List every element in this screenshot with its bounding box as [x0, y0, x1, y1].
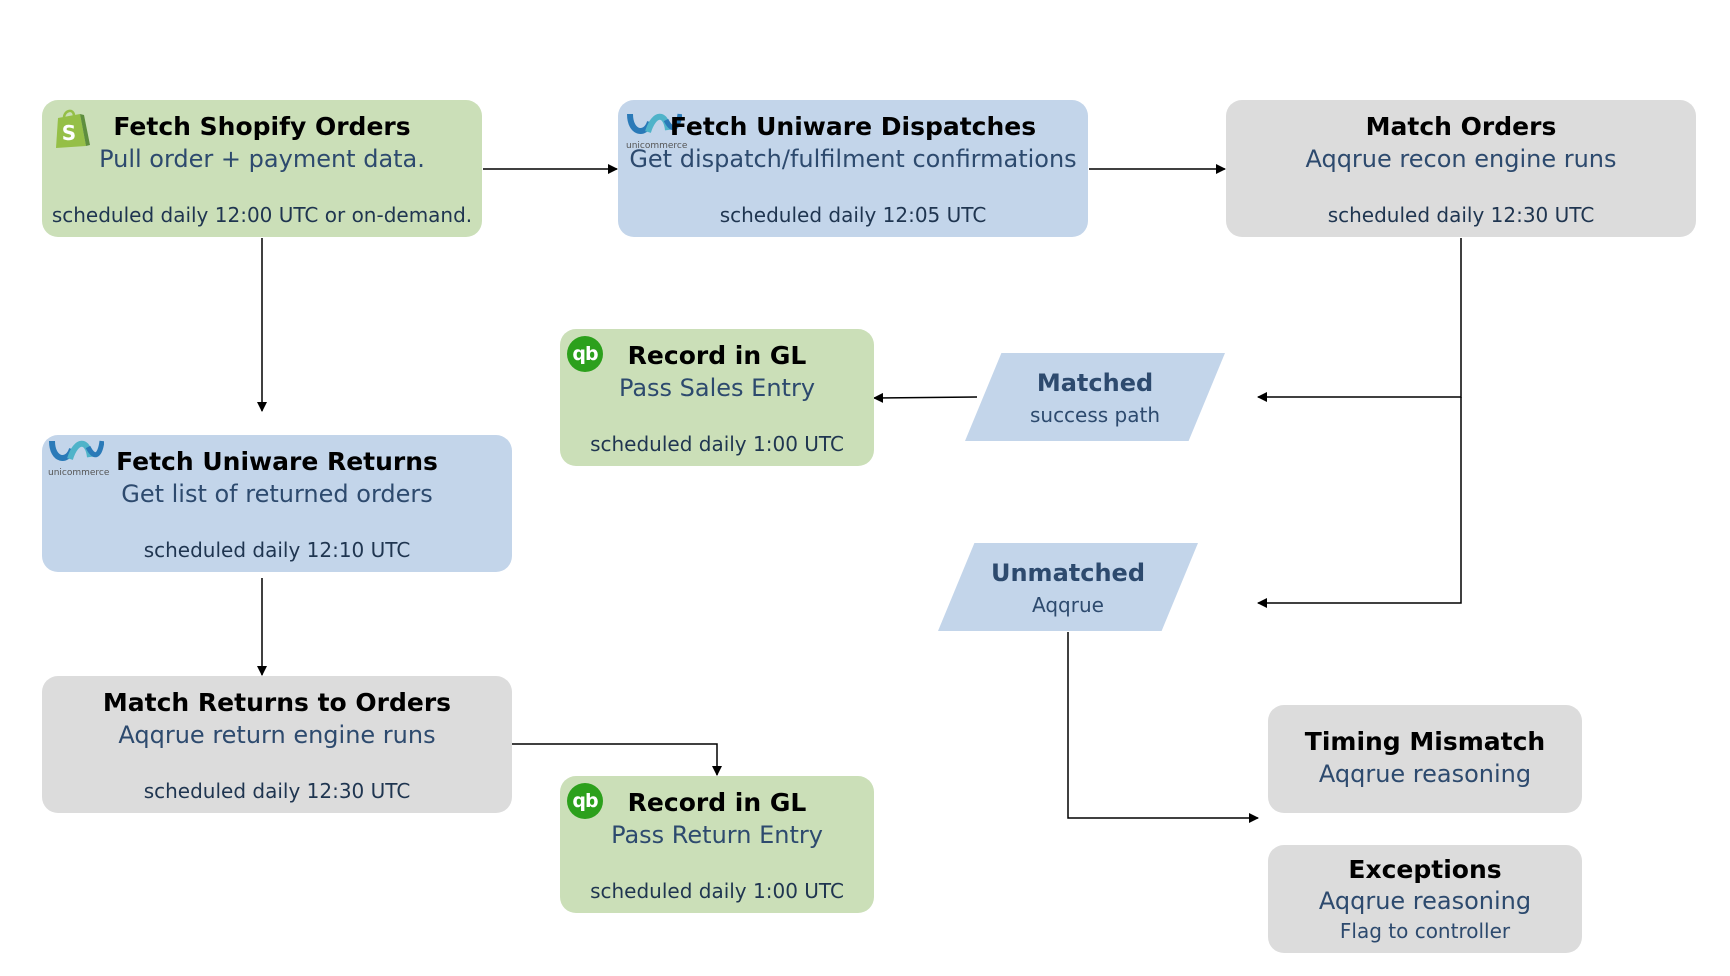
unicommerce-icon: unicommerce [46, 437, 110, 479]
node-title: Unmatched [990, 559, 1146, 587]
shopify-icon: S [54, 108, 90, 154]
node-subtitle: Aqqrue reasoning [1318, 760, 1532, 788]
node-record-gl-sales[interactable]: qb Record in GL Pass Sales Entry schedul… [560, 329, 874, 466]
unicommerce-label: unicommerce [48, 468, 110, 478]
node-title: Matched [1036, 369, 1154, 397]
node-title: Record in GL [627, 341, 807, 370]
unicommerce-icon: unicommerce [624, 110, 688, 152]
node-match-orders[interactable]: Match Orders Aqqrue recon engine runs sc… [1226, 100, 1696, 237]
svg-text:S: S [62, 121, 76, 145]
node-title: Match Returns to Orders [102, 688, 452, 717]
quickbooks-icon: qb [567, 336, 603, 372]
node-schedule: scheduled daily 1:00 UTC [590, 432, 844, 456]
node-subtitle-2: Flag to controller [1339, 919, 1511, 943]
node-schedule: scheduled daily 12:00 UTC or on-demand. [51, 203, 473, 227]
arrow-match-to-unmatched [1257, 397, 1462, 608]
node-subtitle: Pull order + payment data. [99, 145, 425, 173]
node-title: Fetch Shopify Orders [113, 112, 411, 141]
node-record-gl-returns[interactable]: qb Record in GL Pass Return Entry schedu… [560, 776, 874, 913]
node-subtitle: Aqqrue [1032, 593, 1104, 617]
node-fetch-uniware-returns[interactable]: unicommerce Fetch Uniware Returns Get li… [42, 435, 512, 572]
node-schedule: scheduled daily 12:30 UTC [1327, 203, 1595, 227]
node-subtitle: Get dispatch/fulfilment confirmations [629, 145, 1077, 173]
node-match-returns-to-orders[interactable]: Match Returns to Orders Aqqrue return en… [42, 676, 512, 813]
node-fetch-uniware-dispatches[interactable]: unicommerce Fetch Uniware Dispatches Get… [618, 100, 1088, 237]
arrow-match-returns-to-record-returns [512, 743, 722, 776]
node-schedule: scheduled daily 1:00 UTC [590, 879, 844, 903]
node-subtitle: Aqqrue return engine runs [118, 721, 436, 749]
node-title: Record in GL [627, 788, 807, 817]
node-unmatched[interactable]: Unmatched Aqqrue [938, 543, 1198, 631]
node-subtitle: Pass Sales Entry [618, 374, 816, 402]
unicommerce-label: unicommerce [626, 141, 688, 151]
node-schedule: scheduled daily 12:10 UTC [143, 538, 411, 562]
node-fetch-shopify-orders[interactable]: S Fetch Shopify Orders Pull order + paym… [42, 100, 482, 237]
node-subtitle: Aqqrue reasoning [1318, 887, 1532, 915]
node-timing-mismatch[interactable]: Timing Mismatch Aqqrue reasoning [1268, 705, 1582, 813]
node-matched[interactable]: Matched success path [965, 353, 1225, 441]
node-subtitle: Pass Return Entry [611, 821, 823, 849]
node-subtitle: Aqqrue recon engine runs [1305, 145, 1617, 173]
node-subtitle: Get list of returned orders [121, 480, 433, 508]
arrow-matched-to-record-sales [873, 392, 978, 403]
node-title: Timing Mismatch [1304, 727, 1546, 756]
node-subtitle: success path [1029, 403, 1161, 427]
node-schedule: scheduled daily 12:05 UTC [719, 203, 987, 227]
node-exceptions[interactable]: Exceptions Aqqrue reasoning Flag to cont… [1268, 845, 1582, 953]
arrow-match-to-matched [1257, 238, 1462, 402]
node-title: Fetch Uniware Returns [116, 447, 438, 476]
arrow-unmatched-to-timing [1067, 632, 1259, 823]
quickbooks-icon: qb [567, 783, 603, 819]
node-title: Exceptions [1348, 855, 1502, 884]
node-schedule: scheduled daily 12:30 UTC [143, 779, 411, 803]
node-title: Match Orders [1365, 112, 1557, 141]
node-title: Fetch Uniware Dispatches [669, 112, 1037, 141]
